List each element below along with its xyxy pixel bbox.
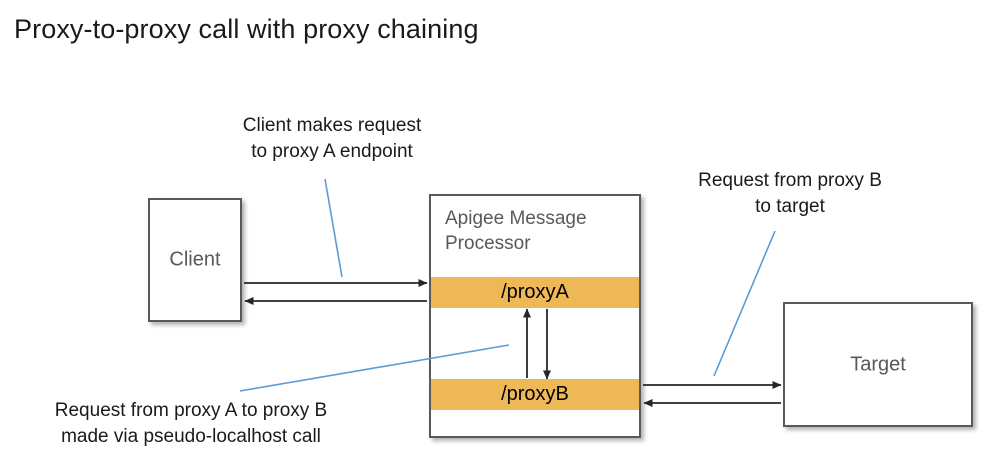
node-client-label: Client [169, 248, 221, 271]
node-target: Target [783, 302, 973, 427]
mp-title-line-1: Apigee Message [445, 208, 587, 229]
leader-line-client-annotation [324, 178, 343, 278]
annotation-chaining: Request from proxy A to proxy B made via… [54, 400, 328, 447]
annotation-target-request: Request from proxy B to target [698, 170, 882, 217]
leader-line-target-annotation [713, 230, 776, 377]
page-title: Proxy-to-proxy call with proxy chaining [14, 14, 479, 44]
proxy-a-band: /proxyA [431, 277, 639, 308]
node-target-label: Target [850, 353, 906, 375]
proxy-b-band: /proxyB [431, 379, 639, 410]
node-message-processor: Apigee Message Processor /proxyA /proxyB [429, 194, 641, 438]
mp-title-line-2: Processor [445, 233, 531, 254]
annotation-client-request: Client makes request to proxy A endpoint [242, 115, 422, 162]
node-message-processor-title: Apigee Message Processor [445, 206, 631, 256]
node-client: Client [148, 198, 242, 322]
